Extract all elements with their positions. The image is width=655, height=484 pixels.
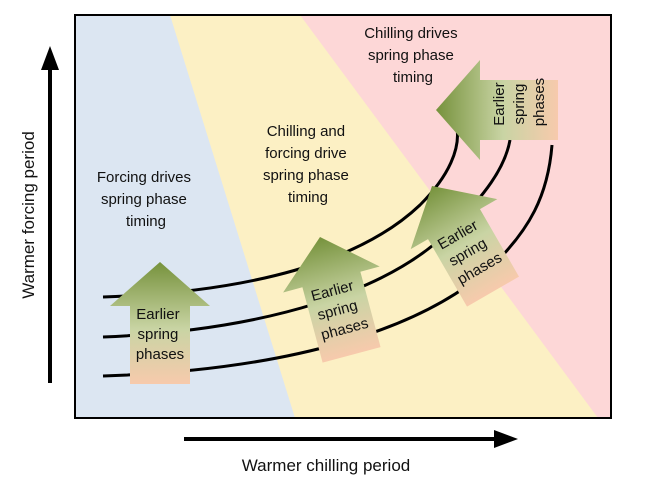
zone-chilling-label: Chilling drives spring phase timing [364,25,462,86]
arrow-shape [110,262,210,384]
y-axis-arrow [41,46,59,383]
zone-both-background [170,15,611,418]
svg-text:Earlier spring phases: Earlier spring phases [491,78,548,126]
x-axis-arrow [184,430,518,448]
trend-curves [102,127,554,378]
arrow-label-line-2: spring [511,84,528,125]
arrow-shape [410,186,519,307]
trend-curve-bottom [102,144,554,378]
arrow-shape [283,237,381,363]
earlier-phases-arrow-2: Earlier spring phases [283,237,381,363]
arrow-shape [436,60,558,160]
arrow-label-line-1: Earlier [136,306,179,323]
earlier-phases-arrow-4 [436,60,558,160]
y-axis-label: Warmer forcing period [19,131,38,299]
zone-both-label: Chilling and forcing drive spring phase … [263,123,353,206]
diagram-frame [74,14,612,419]
trend-curve-top [102,127,460,299]
trend-curve-middle [102,139,512,339]
svg-text:Earlier spring pha: Earlier spring phases [136,306,184,363]
earlier-phases-arrow-1: Earlier spring phases [110,262,210,384]
arrow-label-line-2: spring [137,326,178,343]
arrow-label-line-3: phases [531,78,548,126]
x-axis-label: Warmer chilling period [242,456,410,475]
arrow-label-line-1: Earlier [491,82,508,125]
earlier-phases-arrow-3: Earlier spring phases [410,186,519,307]
zone-forcing-label: Forcing drives spring phase timing [97,169,195,230]
arrow-label-line-3: phases [136,346,184,363]
